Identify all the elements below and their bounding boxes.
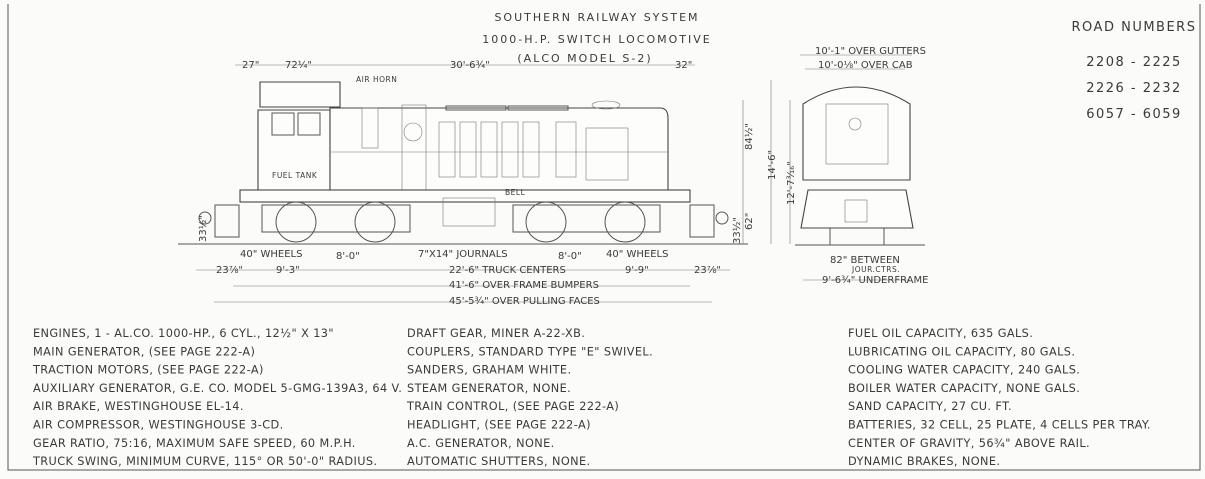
dim-12-7: 12'-7³⁄₁₆" (786, 161, 797, 205)
sheet-border (7, 4, 1201, 471)
dim-14-6: 14'-6" (767, 150, 778, 180)
specs-column-2: DRAFT GEAR, MINER A-22-XB. COUPLERS, STAN… (406, 327, 653, 468)
road-number-range: 2226 - 2232 (1086, 81, 1182, 96)
title-railway: SOUTHERN RAILWAY SYSTEM (494, 11, 699, 24)
dim-between-jour: 82" BETWEEN (830, 255, 900, 266)
dim-jour-ctrs: JOUR.CTRS. (851, 265, 900, 274)
dim-wheelbase-right: 8'-0" (558, 251, 582, 262)
spec-line: TRUCK SWING, MINIMUM CURVE, 115° OR 50'-… (32, 455, 377, 468)
dim-wheels-right: 40" WHEELS (606, 249, 668, 260)
spec-line: AIR BRAKE, WESTINGHOUSE EL-14. (33, 400, 244, 413)
spec-line: COUPLERS, STANDARD TYPE "E" SWIVEL. (407, 345, 653, 358)
specs-column-3: FUEL OIL CAPACITY, 635 GALS. LUBRICATING … (848, 327, 1151, 468)
spec-line: SANDERS, GRAHAM WHITE. (407, 364, 571, 377)
label-air-horn: AIR HORN (356, 75, 397, 84)
spec-line: AUXILIARY GENERATOR, G.E. CO. MODEL 5-GM… (33, 382, 402, 395)
dim-underframe: 9'-6¾" UNDERFRAME (822, 275, 928, 286)
spec-line: BOILER WATER CAPACITY, NONE GALS. (848, 382, 1080, 395)
dim-33-right: 33½" (731, 217, 743, 244)
dim-frame-bumpers: 41'-6" OVER FRAME BUMPERS (449, 280, 599, 291)
dim-over-cab: 10'-0⅛" OVER CAB (818, 60, 913, 71)
spec-line: TRACTION MOTORS, (SEE PAGE 222-A) (32, 364, 264, 377)
front-elevation: 10'-1" OVER GUTTERS 10'-0⅛" OVER CAB 82"… (795, 46, 928, 286)
road-numbers-title: ROAD NUMBERS (1072, 20, 1197, 35)
label-fuel-tank: FUEL TANK (272, 171, 318, 180)
spec-line: MAIN GENERATOR, (SEE PAGE 222-A) (33, 345, 255, 358)
dim-27: 27" (242, 60, 259, 71)
dim-seg-left: 9'-3" (276, 265, 300, 276)
dim-62: 62" (744, 213, 755, 230)
dim-30-6: 30'-6¾" (450, 60, 490, 71)
spec-line: BATTERIES, 32 CELL, 25 PLATE, 4 CELLS PE… (848, 419, 1151, 432)
dim-wheelbase-left: 8'-0" (336, 251, 360, 262)
title-model: (ALCO MODEL S-2) (517, 52, 652, 65)
dim-32: 32" (675, 60, 692, 71)
spec-line: DRAFT GEAR, MINER A-22-XB. (407, 327, 585, 340)
dim-72: 72¼" (285, 59, 312, 71)
dim-end-right: 23⅞" (694, 265, 721, 276)
dim-seg-right: 9'-9" (625, 265, 649, 276)
spec-line: AIR COMPRESSOR, WESTINGHOUSE 3-CD. (33, 419, 284, 432)
spec-line: DYNAMIC BRAKES, NONE. (848, 455, 1000, 468)
spec-line: SAND CAPACITY, 27 CU. FT. (848, 400, 1012, 413)
dim-33-left: 33½" (197, 215, 209, 242)
dim-truck-centers: 22'-6" TRUCK CENTERS (449, 265, 566, 276)
spec-line: GEAR RATIO, 75:16, MAXIMUM SAFE SPEED, 6… (33, 437, 356, 450)
spec-line: HEADLIGHT, (SEE PAGE 222-A) (407, 419, 591, 432)
road-number-range: 2208 - 2225 (1086, 55, 1182, 70)
spec-line: AUTOMATIC SHUTTERS, NONE. (407, 455, 591, 468)
specs-column-1: ENGINES, 1 - AL.CO. 1000-HP., 6 CYL., 12… (32, 327, 402, 468)
dim-84: 84½" (743, 123, 755, 150)
road-number-range: 6057 - 6059 (1086, 107, 1182, 122)
spec-line: STEAM GENERATOR, NONE. (407, 382, 571, 395)
title-locomotive: 1000-H.P. SWITCH LOCOMOTIVE (482, 33, 711, 46)
spec-line: FUEL OIL CAPACITY, 635 GALS. (848, 327, 1033, 340)
side-elevation: AIR HORN FUEL TANK BELL 27" 72¼" 30'-6¾"… (178, 59, 797, 307)
dim-pulling-faces: 45'-5¾" OVER PULLING FACES (449, 296, 600, 307)
dim-over-gutters: 10'-1" OVER GUTTERS (815, 46, 926, 57)
spec-line: COOLING WATER CAPACITY, 240 GALS. (848, 364, 1080, 377)
spec-line: TRAIN CONTROL, (SEE PAGE 222-A) (406, 400, 619, 413)
dim-journals: 7"X14" JOURNALS (418, 249, 508, 260)
label-bell: BELL (505, 188, 526, 197)
spec-line: ENGINES, 1 - AL.CO. 1000-HP., 6 CYL., 12… (33, 327, 334, 340)
spec-line: CENTER OF GRAVITY, 56¾" ABOVE RAIL. (848, 437, 1090, 450)
spec-line: LUBRICATING OIL CAPACITY, 80 GALS. (848, 345, 1075, 358)
dim-end-left: 23⅞" (216, 265, 243, 276)
spec-line: A.C. GENERATOR, NONE. (407, 437, 555, 450)
dim-wheels-left: 40" WHEELS (240, 249, 302, 260)
